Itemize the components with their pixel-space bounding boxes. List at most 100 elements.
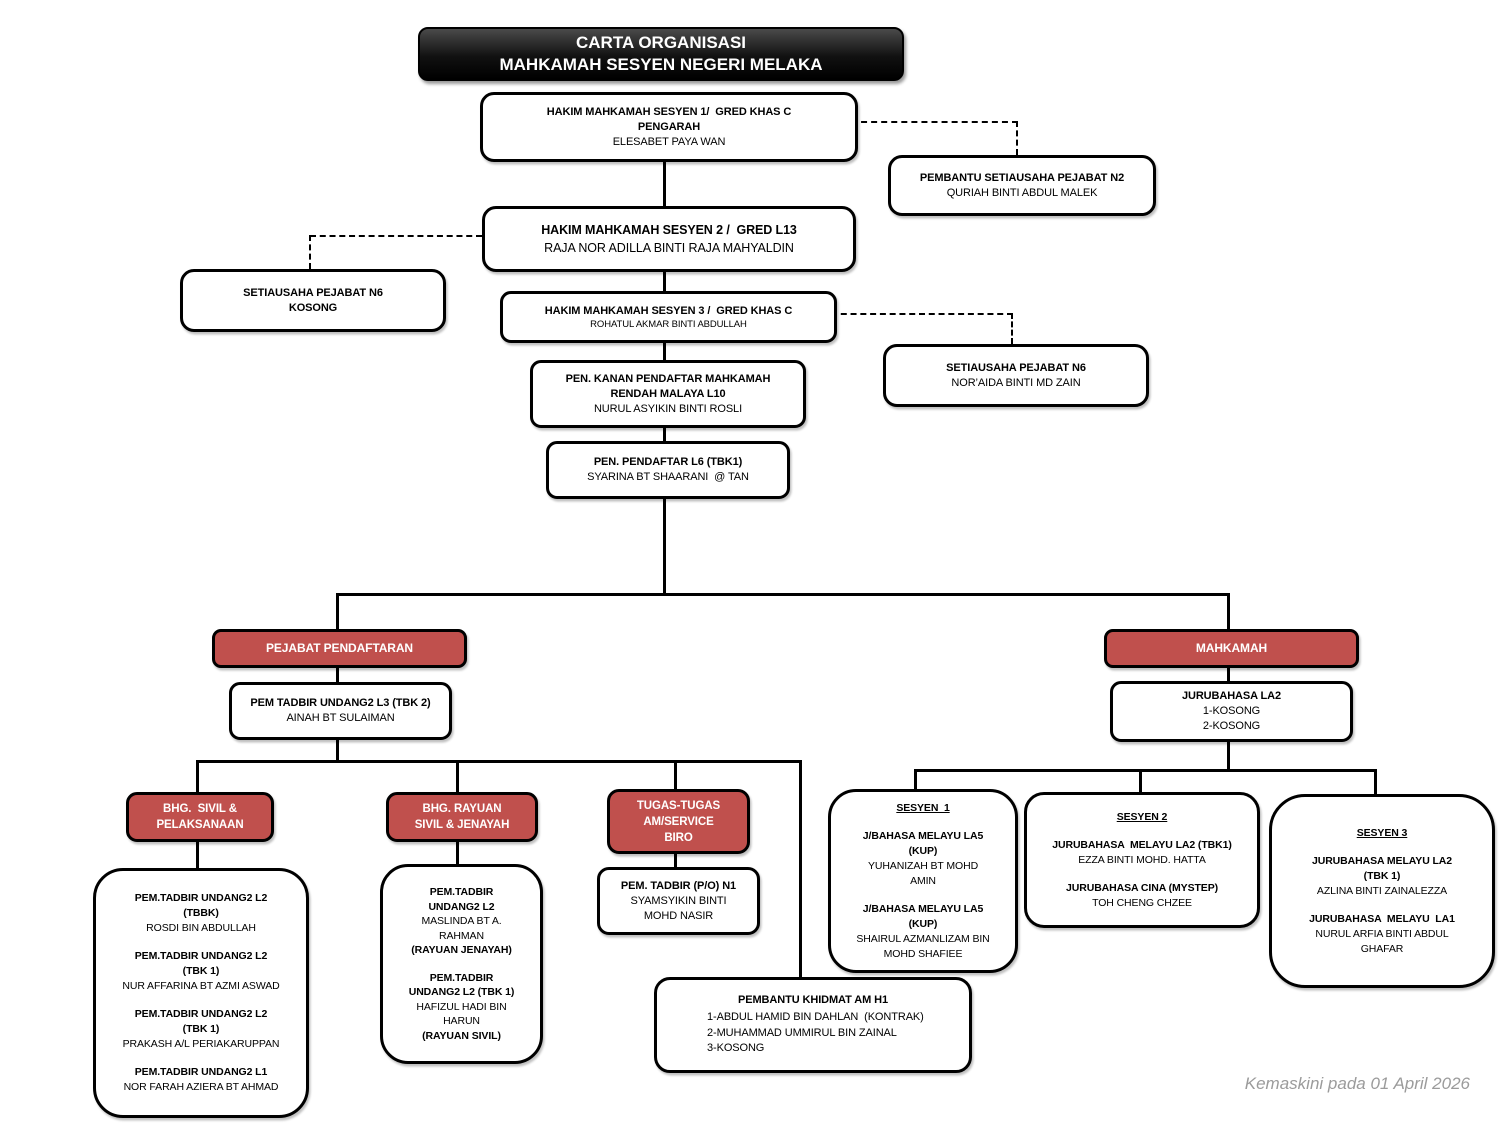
node-role: PEM.TADBIR [429,886,494,898]
node-staff-bhg-rayuan: PEM.TADBIR UNDANG2 L2 MASLINDA BT A. RAH… [380,864,543,1064]
node-role: PEM.TADBIR [429,971,494,984]
node-role: SETIAUSAHA PEJABAT N6 [243,286,383,299]
node-sesyen-1: SESYEN 1 J/BAHASA MELAYU LA5 (KUP) YUHAN… [828,789,1018,973]
node-role: JURUBAHASA MELAYU LA2 (TBK1) [1052,838,1232,851]
node-role: JURUBAHASA CINA (MYSTEP) [1066,881,1218,894]
node-role: J/BAHASA MELAYU LA5 [862,829,984,842]
connector-hakim2-hakim3 [663,266,666,292]
node-hakim-sesyen-2: HAKIM MAHKAMAH SESYEN 2 / GRED L13 RAJA … [482,206,856,272]
node-person: KOSONG [288,301,338,314]
node-person: MOHD NASIR [643,909,714,922]
node-person: AZLINA BINTI ZAINALEZZA [1316,884,1448,897]
dashed-connector-hakim3-setiausaha2 [831,313,1013,315]
connector-to-bhg-rayuan [456,760,459,793]
node-person: 1-KOSONG [1202,705,1261,717]
connector-to-pembantu-khidmat [799,760,802,978]
node-pen-kanan-pendaftar: PEN. KANAN PENDAFTAR MAHKAMAH RENDAH MAL… [530,360,806,428]
connector-pejabat-pemtadbir [336,661,339,683]
node-hakim-sesyen-1: HAKIM MAHKAMAH SESYEN 1/ GRED KHAS C PEN… [480,92,858,162]
connector-split-mahkamah [1227,593,1230,630]
node-role: UNDANG2 L2 [428,900,495,913]
node-role: J/BAHASA MELAYU LA5 [862,902,984,915]
node-staff-bhg-sivil: PEM.TADBIR UNDANG2 L2 (TBBK) ROSDI BIN A… [93,868,309,1118]
node-role: PEN. PENDAFTAR L6 (TBK1) [593,456,743,468]
dashed-connector-setiausaha-drop [309,235,311,269]
node-setiausaha-n6-noraida: SETIAUSAHA PEJABAT N6 NOR’AIDA BINTI MD … [883,344,1149,407]
branch-label: BIRO [664,831,693,844]
connector-to-bhg-sivil [196,760,199,793]
branch-header-pejabat-pendaftaran: PEJABAT PENDAFTARAN [212,629,467,668]
section-heading: SESYEN 2 [1116,810,1168,823]
node-role: RENDAH MALAYA L10 [610,387,726,400]
connector-hakim1-hakim2 [663,156,666,207]
node-role: (TBK 1) [1363,869,1401,882]
node-person: TOH CHENG CHZEE [1092,896,1192,909]
section-heading: SESYEN 1 [896,801,950,814]
dashed-connector-hakim1-pembantu [851,121,1018,123]
node-person: SYAMSYIKIN BINTI [630,894,727,907]
connector-pemtadbir-split [336,733,339,761]
node-role: PEM.TADBIR UNDANG2 L2 [134,950,268,962]
node-role: PEMBANTU SETIAUSAHA PEJABAT N2 [919,171,1125,184]
node-role: PEMBANTU KHIDMAT AM H1 [738,994,888,1007]
node-person: EZZA BINTI MOHD. HATTA [1078,853,1206,866]
node-jurubahasa-la2: JURUBAHASA LA2 1-KOSONG 2-KOSONG [1110,681,1353,742]
node-person: SHAIRUL AZMANLIZAM BIN [856,932,990,945]
node-role: PEM.TADBIR UNDANG2 L2 [134,892,268,904]
node-person: NURUL ARFIA BINTI ABDUL [1315,927,1449,940]
connector-bhg-sivil-staff [196,836,199,869]
branch-label: BHG. RAYUAN [422,803,502,815]
node-pembantu-setiausaha-n2: PEMBANTU SETIAUSAHA PEJABAT N2 QURIAH BI… [888,155,1156,216]
node-role: (TBK 1) [182,1023,220,1035]
connector-hakim3-penkanan [663,337,666,361]
node-person: AMIN [910,874,936,887]
node-pem-tadbir-l3: PEM TADBIR UNDANG2 L3 (TBK 2) AINAH BT S… [229,682,452,740]
node-person: ROHATUL AKMAR BINTI ABDULLAH [590,318,747,330]
node-role: JURUBAHASA LA2 [1181,690,1282,702]
node-person: RAHMAN [439,929,484,942]
dashed-connector-pembantu-drop [1016,121,1018,155]
node-role: UNDANG2 L2 (TBK 1) [408,986,515,998]
node-person: GHAFAR [1360,942,1404,955]
node-role: (RAYUAN SIVIL) [422,1029,501,1042]
node-role: (TBBK) [183,907,219,919]
node-hakim-sesyen-3: HAKIM MAHKAMAH SESYEN 3 / GRED KHAS C RO… [500,291,837,343]
node-role: (KUP) [908,844,938,857]
branch-label: MAHKAMAH [1195,641,1268,655]
connector-left-split [196,760,802,763]
node-role: HAKIM MAHKAMAH SESYEN 1/ GRED KHAS C [546,105,792,118]
node-pembantu-khidmat-am: PEMBANTU KHIDMAT AM H1 1-ABDUL HAMID BIN… [654,977,972,1073]
node-person: NUR AFFARINA BT AZMI ASWAD [122,980,280,992]
chart-title-line2: MAHKAMAH SESYEN NEGERI MELAKA [499,55,823,74]
connector-split-pejabat [336,593,339,630]
connector-penkanan-pendaftar [663,422,666,442]
node-person: YUHANIZAH BT MOHD [867,859,979,872]
node-person: 1-ABDUL HAMID BIN DAHLAN (KONTRAK) [707,1011,924,1024]
node-person: 2-KOSONG [1202,720,1261,732]
node-role: HAKIM MAHKAMAH SESYEN 2 / GRED L13 [541,223,797,237]
branch-header-tugas-tugas-am: TUGAS-TUGAS AM/SERVICE BIRO [607,789,750,854]
node-role: PEM. TADBIR (P/O) N1 [620,879,737,892]
connector-to-sesyen1 [914,769,917,790]
branch-header-bhg-sivil: BHG. SIVIL & PELAKSANAAN [126,792,274,842]
branch-header-mahkamah: MAHKAMAH [1104,629,1359,668]
branch-label: PEJABAT PENDAFTARAN [266,641,413,655]
node-person: PRAKASH A/L PERIAKARUPPAN [122,1038,280,1050]
node-sesyen-3: SESYEN 3 JURUBAHASA MELAYU LA2 (TBK 1) A… [1269,794,1495,988]
branch-header-bhg-rayuan: BHG. RAYUAN SIVIL & JENAYAH [386,792,538,842]
dashed-connector-setiausaha2-drop [1011,313,1013,344]
node-person: NOR’AIDA BINTI MD ZAIN [951,376,1081,389]
connector-pendaftar-split [663,493,666,594]
node-person: AINAH BT SULAIMAN [286,712,395,724]
node-role: (TBK 1) [182,965,220,977]
branch-label: BHG. SIVIL & [163,803,237,815]
connector-to-tugas [674,760,677,790]
node-person: NOR FARAH AZIERA BT AHMAD [123,1081,279,1093]
node-person: 2-MUHAMMAD UMMIRUL BIN ZAINAL [707,1026,897,1039]
node-person: MASLINDA BT A. [421,915,502,927]
node-role: (KUP) [908,917,938,930]
node-role: PEM TADBIR UNDANG2 L3 (TBK 2) [250,697,431,709]
chart-title: CARTA ORGANISASI MAHKAMAH SESYEN NEGERI … [418,27,904,81]
connector-mahkamah-jurubahasa [1227,661,1230,682]
